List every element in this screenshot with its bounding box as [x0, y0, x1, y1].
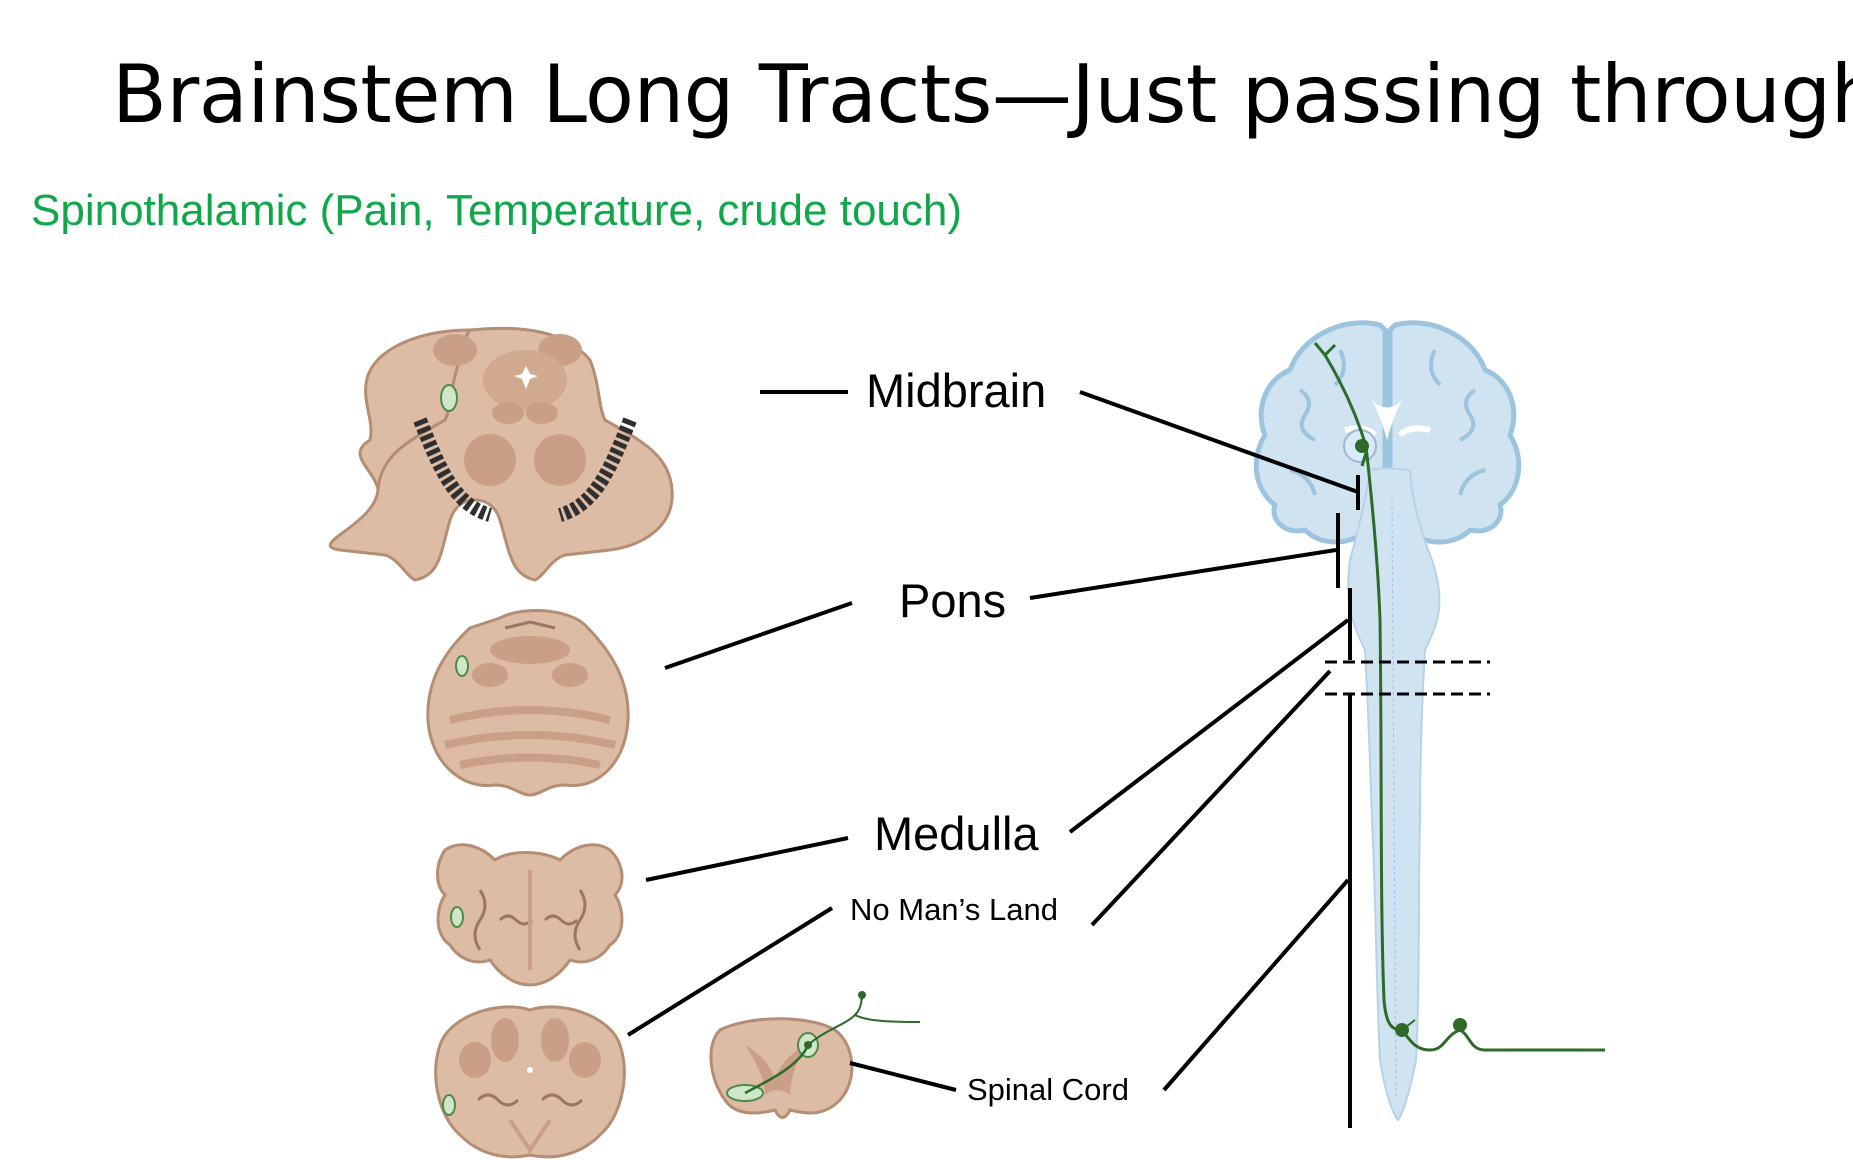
- label-spinal-cord: Spinal Cord: [967, 1072, 1129, 1107]
- slide-title: Brainstem Long Tracts—Just passing throu…: [112, 48, 1853, 141]
- leader-lines: [626, 390, 1359, 1092]
- label-medulla: Medulla: [874, 807, 1039, 860]
- midbrain-cross-section-icon: [328, 326, 674, 582]
- slide-subtitle: Spinothalamic (Pain, Temperature, crude …: [31, 186, 963, 235]
- label-pons: Pons: [899, 574, 1006, 627]
- label-no-mans-land: No Man’s Land: [850, 892, 1058, 927]
- rostral-medulla-cross-section-icon: [436, 843, 624, 987]
- label-midbrain: Midbrain: [866, 364, 1046, 417]
- brain-coronal-section-icon: [1253, 320, 1522, 1122]
- pons-cross-section-icon: [426, 609, 630, 797]
- caudal-medulla-cross-section-icon: [434, 1005, 626, 1159]
- level-markers: [1325, 475, 1490, 1128]
- spinal-cord-cross-section-icon: [709, 991, 921, 1119]
- spinothalamic-tract: [1313, 342, 1605, 1052]
